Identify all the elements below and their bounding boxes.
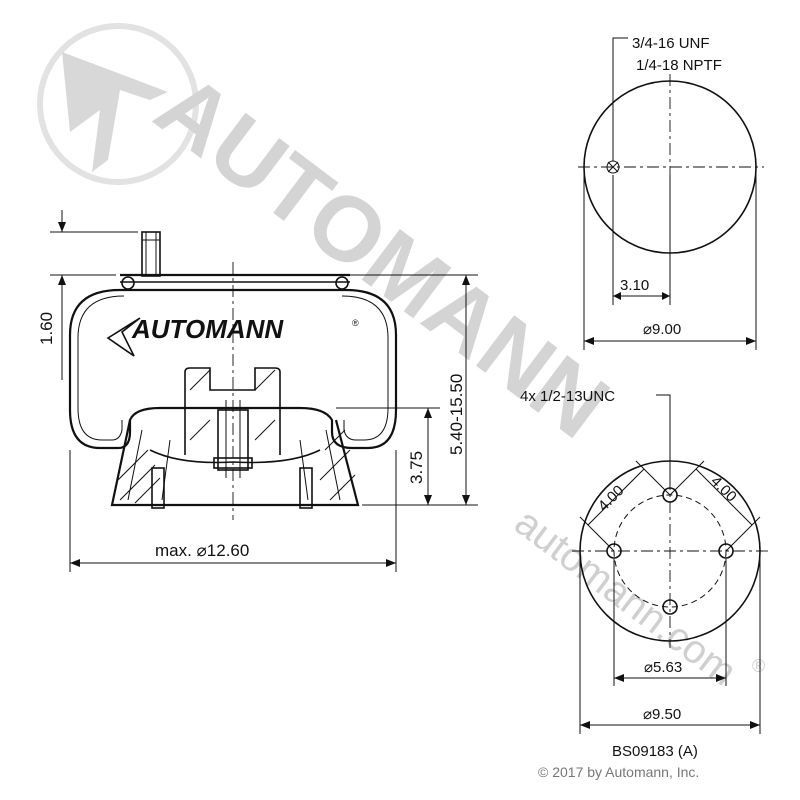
dim-left-label: 4.00 <box>595 482 628 515</box>
piston <box>110 419 360 507</box>
dim-diameter-group: max. ⌀12.60 <box>69 450 397 572</box>
bolt-hole-bottom <box>662 599 678 615</box>
copyright: © 2017 by Automann, Inc. <box>538 764 699 780</box>
dim-bottom-diameter-label: ⌀9.50 <box>643 706 681 723</box>
thread-line1: 3/4-16 UNF <box>632 35 710 52</box>
watermark-logo-icon <box>62 52 168 172</box>
side-logo-text: AUTOMANN <box>131 314 284 344</box>
watermark: AUTOMANN automann.com ® <box>37 23 765 694</box>
watermark-logo-ring <box>37 23 199 185</box>
stud-left <box>151 467 165 509</box>
holes-note: 4x 1/2-13UNC <box>520 388 615 405</box>
side-logo: AUTOMANN ® <box>106 314 359 357</box>
stud <box>141 231 161 277</box>
dim-height-label: 5.40-15.50 <box>447 374 466 455</box>
bottom-view: 4x 1/2-13UNC 4.00 4.00 ⌀5.63 ⌀9.50 <box>520 388 768 734</box>
dim-diameter-label: max. ⌀12.60 <box>155 541 249 560</box>
bellows <box>68 288 398 450</box>
bolt-hole-left <box>606 543 622 559</box>
dim-right-label: 4.00 <box>707 473 740 506</box>
dim-height-group: 5.40-15.50 <box>350 274 478 506</box>
watermark-registered: ® <box>752 656 765 676</box>
dim-top-diameter-label: ⌀9.00 <box>643 321 681 338</box>
logo-icon <box>106 317 141 357</box>
stud-right <box>299 467 313 509</box>
dim-offset-label: 3.10 <box>620 277 649 294</box>
dim-stud-group: 1.60 <box>37 210 138 380</box>
part-number: BS09183 (A) <box>612 743 698 760</box>
dim-base-group: 3.75 <box>336 407 440 505</box>
bumper <box>184 367 281 455</box>
dim-base-label: 3.75 <box>407 451 426 484</box>
dim-stud-label: 1.60 <box>37 312 56 345</box>
dim-bolt-circle-label: ⌀5.63 <box>644 659 682 676</box>
thread-line2: 1/4-18 NPTF <box>636 57 722 74</box>
side-logo-suffix: ® <box>352 318 359 328</box>
bead-left <box>121 276 135 290</box>
bolt-hole-right <box>718 543 734 559</box>
watermark-url: automann.com <box>507 500 745 694</box>
top-view: 3/4-16 UNF 1/4-18 NPTF 3.10 ⌀9.00 <box>578 35 764 350</box>
side-view: AUTOMANN ® 1.60 5.40-15.50 <box>37 210 478 572</box>
piston-hatching <box>117 369 356 504</box>
